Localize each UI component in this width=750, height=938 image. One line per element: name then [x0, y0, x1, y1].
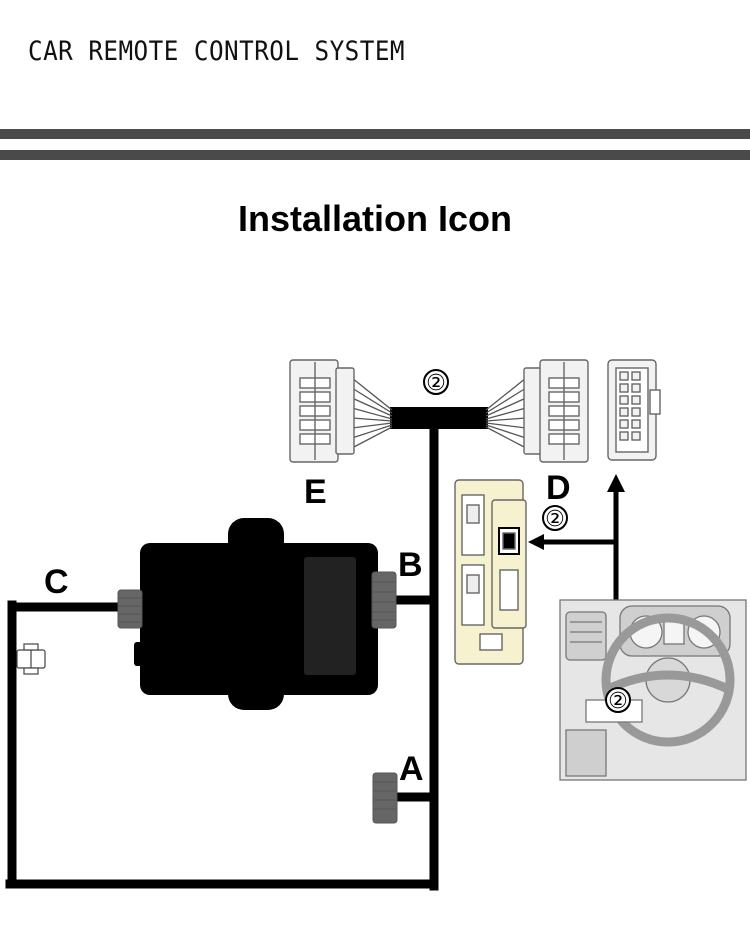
port-b-connector	[371, 571, 397, 629]
label-b: B	[398, 546, 423, 584]
connector-d-wires	[485, 377, 527, 449]
marker-dashboard: ②	[605, 687, 631, 714]
dashboard-illustration	[559, 599, 747, 781]
wiring-harness	[5, 420, 439, 891]
control-module	[134, 518, 378, 710]
header-divider-top	[0, 129, 750, 139]
switch-panel	[454, 479, 527, 665]
harness-junction-bar	[390, 407, 488, 429]
svg-text:②: ②	[426, 371, 446, 396]
header-divider-bottom	[0, 150, 750, 160]
label-e: E	[304, 473, 327, 511]
diagram-title: Installation Icon	[237, 198, 513, 239]
label-a: A	[399, 750, 424, 788]
connector-e-wires	[351, 377, 393, 449]
marker-top: ②	[423, 369, 449, 396]
port-c-connector	[117, 589, 143, 629]
page-header-title: CAR REMOTE CONTROL SYSTEM	[28, 36, 406, 67]
svg-text:②: ②	[545, 507, 565, 532]
connector-e	[289, 359, 355, 463]
vehicle-socket	[607, 359, 661, 461]
left-wire-plug	[16, 643, 46, 675]
label-c: C	[44, 563, 69, 601]
label-d: D	[546, 469, 571, 507]
marker-switch: ②	[542, 505, 568, 532]
connector-d	[523, 359, 589, 463]
svg-text:②: ②	[608, 689, 628, 714]
connector-a	[372, 772, 398, 824]
